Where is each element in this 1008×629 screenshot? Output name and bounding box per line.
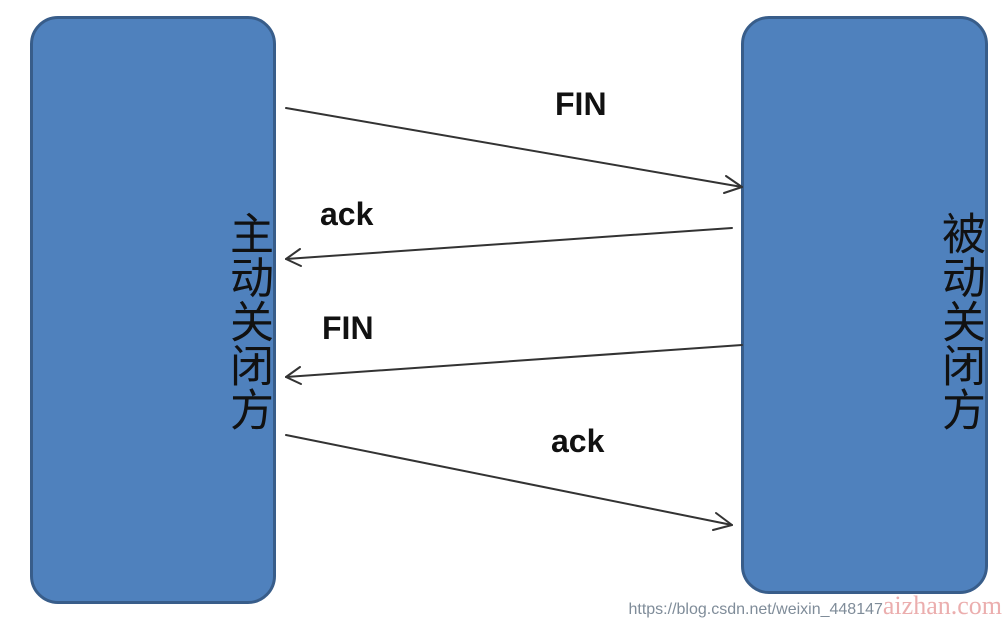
watermark-url: https://blog.csdn.net/weixin_448147 xyxy=(628,601,883,618)
active-closer-label: 主动关闭方 xyxy=(222,211,273,431)
passive-closer-box: 被动关闭方 xyxy=(741,16,988,594)
fin-arrow-2 xyxy=(285,344,743,385)
message-label-fin-2: FIN xyxy=(322,310,374,346)
message-label-ack-2: ack xyxy=(551,423,605,459)
fin-arrow-1 xyxy=(285,107,743,194)
active-closer-box: 主动关闭方 xyxy=(30,16,276,604)
ack-arrow-1 xyxy=(285,227,733,267)
watermark: https://blog.csdn.net/weixin_448147aizha… xyxy=(628,591,1002,621)
ack-arrow-2 xyxy=(285,434,733,531)
watermark-brand: aizhan.com xyxy=(882,591,1002,620)
passive-closer-label: 被动关闭方 xyxy=(934,211,985,431)
message-label-fin-1: FIN xyxy=(555,86,607,122)
message-label-ack-1: ack xyxy=(320,196,374,232)
